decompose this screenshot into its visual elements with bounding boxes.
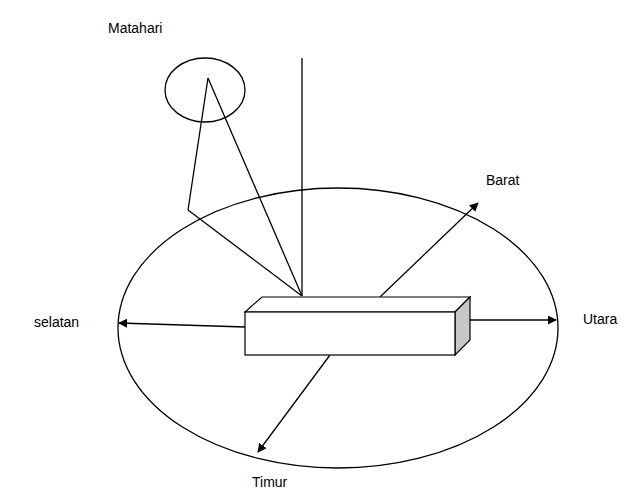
sun-projection-line — [188, 78, 208, 210]
sun-circle — [165, 58, 245, 122]
direction-label: Barat — [486, 172, 519, 189]
direction-label: selatan — [34, 314, 79, 331]
south-arrow — [119, 323, 245, 327]
horizon-ellipse — [118, 188, 558, 468]
zenith-line — [301, 58, 302, 296]
direction-label: Utara — [583, 311, 617, 328]
east-arrow — [258, 355, 330, 452]
azimuth-line — [188, 210, 302, 296]
west-arrow — [380, 203, 478, 297]
sun-label: Matahari — [108, 20, 162, 37]
box-object — [245, 297, 470, 355]
north-arrow — [470, 319, 556, 320]
sun-ray-line — [208, 78, 302, 296]
direction-label: Timur — [252, 474, 287, 491]
